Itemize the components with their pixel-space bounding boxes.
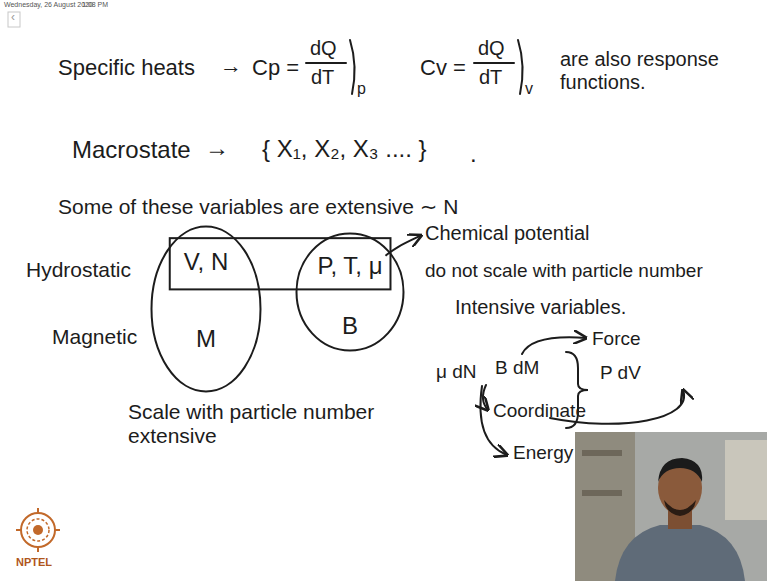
note-text: are also response functions.: [560, 48, 760, 94]
denominator: dT: [479, 66, 502, 89]
nptel-logo: [16, 508, 60, 552]
evaluation-bracket: [518, 40, 523, 94]
arrow: [522, 337, 586, 354]
heading-text: Specific heats: [58, 55, 195, 80]
work-term: Coordinate: [493, 400, 586, 422]
row-label: Hydrostatic: [26, 258, 131, 282]
numerator: dQ: [478, 37, 505, 60]
back-icon: ‹: [11, 11, 15, 25]
numerator: dQ: [310, 37, 337, 60]
callout-text: Chemical potential: [425, 222, 590, 245]
note-text: Scale with particle number extensive: [128, 400, 418, 448]
note-time: 1:08 PM: [82, 1, 108, 9]
logo-text: NPTEL: [16, 556, 52, 569]
work-term: B dM: [495, 357, 539, 379]
row-label: Magnetic: [52, 325, 137, 349]
heading-text: Macrostate: [72, 136, 191, 164]
variable-ellipse: V, N M: [150, 225, 262, 393]
back-button: [8, 12, 20, 27]
variable-symbols: V, N: [184, 248, 228, 276]
variable-symbols: P, T, μ: [318, 252, 383, 280]
ellipse-outline: [152, 227, 261, 392]
note-text: do not scale with particle number: [425, 260, 703, 282]
note-text: Intensive variables.: [455, 296, 626, 319]
subscript: p: [357, 80, 366, 98]
video-inset: [575, 432, 767, 581]
formula-term: Cv =: [420, 55, 466, 80]
subscript: v: [525, 80, 533, 98]
grouping-box: [170, 238, 391, 289]
variable-symbols: B: [342, 312, 358, 340]
formula-term: Cp =: [252, 55, 299, 80]
ellipse-outline: [297, 234, 404, 351]
arrow-symbol: →: [205, 134, 229, 162]
variable-symbols: M: [196, 325, 216, 353]
period-mark: .: [470, 140, 477, 168]
note-text: Some of these variables are extensive ∼ …: [58, 195, 458, 219]
arrow: [483, 385, 488, 410]
row-label: μ dN: [436, 361, 477, 383]
note-date: Wednesday, 26 August 2020: [4, 1, 93, 9]
fraction-bar: [306, 62, 346, 64]
variable-set: { X₁, X₂, X₃ .... }: [262, 135, 427, 163]
work-term: Energy: [513, 442, 573, 464]
denominator: dT: [311, 66, 334, 89]
conjugate-label: Force: [592, 328, 641, 350]
conjugate-label: P dV: [600, 362, 641, 384]
evaluation-bracket: [350, 40, 355, 94]
fraction-bar: [474, 62, 514, 64]
arrow-symbol: →: [220, 53, 242, 78]
variable-ellipse: P, T, μ B: [295, 232, 405, 352]
